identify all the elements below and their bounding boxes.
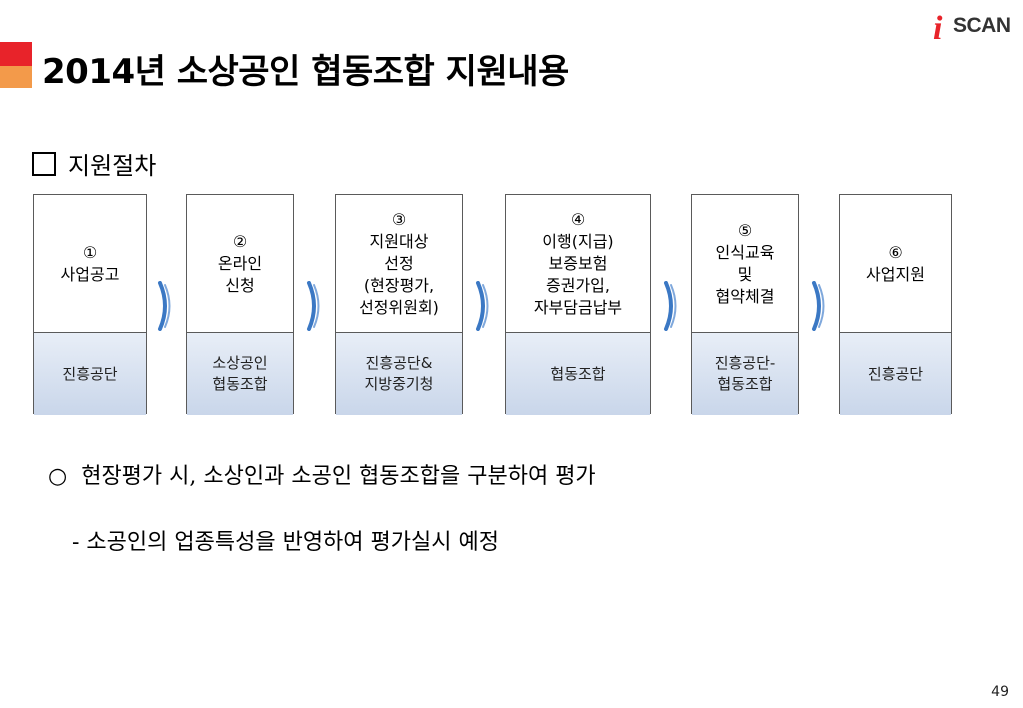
step-owner: 협동조합 (506, 333, 650, 415)
chevron-right-icon (158, 281, 171, 331)
step-owner: 진흥공단 (840, 333, 951, 415)
iscan-logo: i SCAN (933, 10, 1015, 47)
step-label: ② 온라인 신청 (187, 195, 293, 333)
step-label: ① 사업공고 (34, 195, 146, 333)
process-step-4: ④ 이행(지급) 보증보험 증권가입, 자부담금납부 협동조합 (505, 194, 651, 415)
chevron-right-icon (812, 281, 825, 331)
step-owner: 진흥공단 (34, 333, 146, 415)
note-line-1: ○ 현장평가 시, 소상인과 소공인 협동조합을 구분하여 평가 (48, 458, 596, 490)
note-text-2: - 소공인의 업종특성을 반영하여 평가실시 예정 (72, 530, 499, 555)
bullet-circle-icon: ○ (48, 464, 68, 489)
section-heading: 지원절차 (32, 146, 156, 181)
process-step-6: ⑥ 사업지원 진흥공단 (839, 194, 952, 415)
chevron-right-icon (307, 281, 320, 331)
step-label: ④ 이행(지급) 보증보험 증권가입, 자부담금납부 (506, 195, 650, 333)
note-text-1: 현장평가 시, 소상인과 소공인 협동조합을 구분하여 평가 (81, 464, 596, 489)
logo-mark: i (933, 10, 943, 47)
checkbox-square-icon (32, 152, 56, 176)
page-title: 2014년 소상공인 협동조합 지원내용 (42, 52, 569, 92)
logo-text: SCAN (953, 14, 1011, 37)
section-title: 지원절차 (68, 152, 157, 180)
step-label: ③ 지원대상 선정 (현장평가, 선정위원회) (336, 195, 462, 333)
step-owner: 소상공인 협동조합 (187, 333, 293, 415)
chevron-right-icon (664, 281, 677, 331)
process-step-5: ⑤ 인식교육 및 협약체결 진흥공단- 협동조합 (691, 194, 799, 415)
process-step-2: ② 온라인 신청 소상공인 협동조합 (186, 194, 294, 415)
step-owner: 진흥공단& 지방중기청 (336, 333, 462, 415)
step-owner: 진흥공단- 협동조합 (692, 333, 798, 415)
title-accent-bar-orange (0, 66, 32, 88)
chevron-right-icon (476, 281, 489, 331)
process-step-1: ① 사업공고 진흥공단 (33, 194, 147, 415)
process-step-3: ③ 지원대상 선정 (현장평가, 선정위원회) 진흥공단& 지방중기청 (335, 194, 463, 415)
page-number: 49 (991, 684, 1009, 700)
step-label: ⑥ 사업지원 (840, 195, 951, 333)
title-accent-bar-red (0, 42, 32, 66)
step-label: ⑤ 인식교육 및 협약체결 (692, 195, 798, 333)
